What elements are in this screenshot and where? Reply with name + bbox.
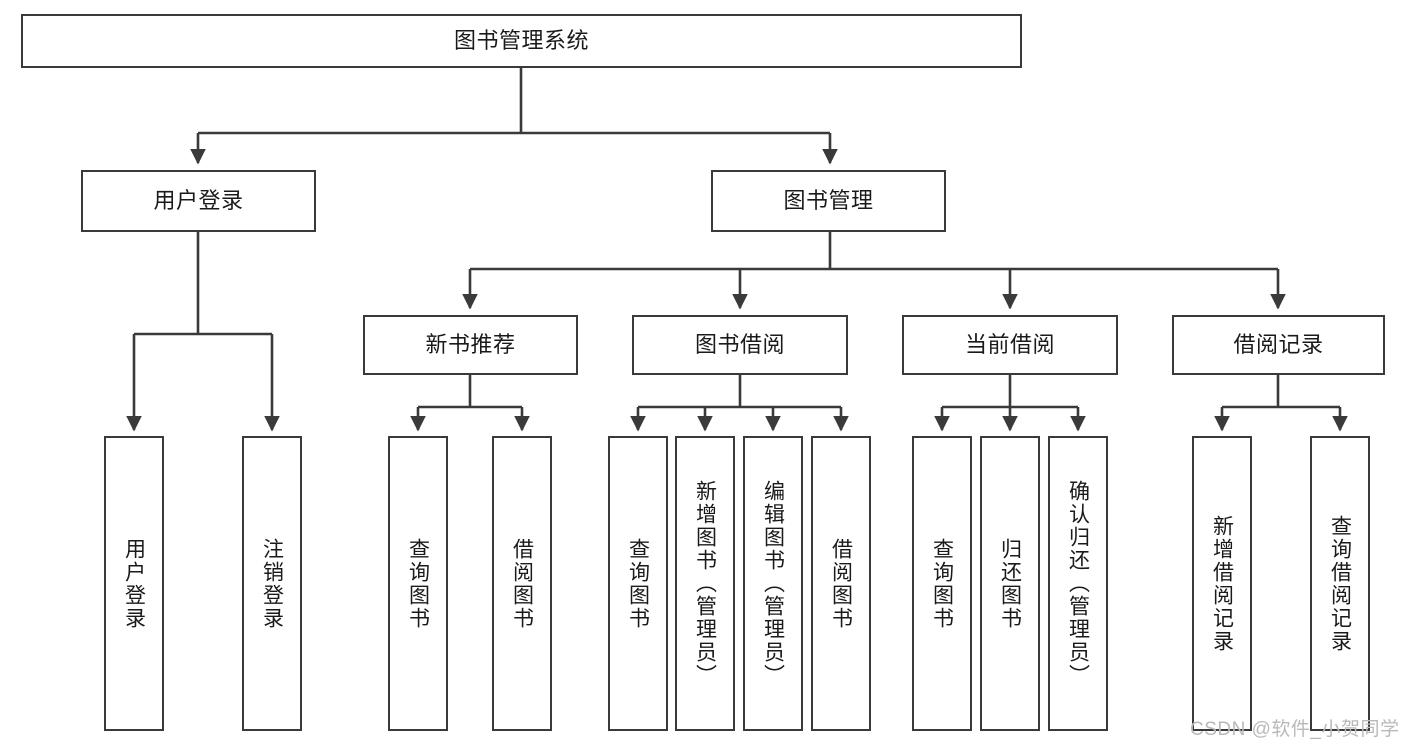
node-label: 查询图书 [406, 537, 430, 630]
node-label: 新增借阅记录 [1210, 514, 1234, 653]
leaf-book-borrow-add-book-admin[interactable]: 新增图书（管理员） [675, 436, 735, 731]
node-label: 查询图书 [930, 537, 954, 630]
node-label: 查询图书 [626, 537, 650, 630]
node-new-book-recommend[interactable]: 新书推荐 [363, 315, 578, 375]
node-book-borrow[interactable]: 图书借阅 [632, 315, 848, 375]
node-label: 新增图书（管理员） [693, 480, 717, 687]
node-label: 借阅图书 [829, 537, 853, 630]
leaf-user-login-logout[interactable]: 注销登录 [242, 436, 302, 731]
leaf-borrow-record-add-record[interactable]: 新增借阅记录 [1192, 436, 1252, 731]
node-label: 注销登录 [260, 537, 284, 630]
node-user-login[interactable]: 用户登录 [81, 170, 316, 232]
node-book-management[interactable]: 图书管理 [711, 170, 946, 232]
leaf-book-borrow-query-book[interactable]: 查询图书 [608, 436, 668, 731]
node-label: 图书管理系统 [453, 28, 589, 54]
node-label: 图书借阅 [694, 332, 785, 358]
node-label: 归还图书 [998, 537, 1022, 630]
leaf-user-login-login[interactable]: 用户登录 [104, 436, 164, 731]
node-label: 查询借阅记录 [1328, 514, 1352, 653]
node-label: 编辑图书（管理员） [761, 480, 785, 687]
node-label: 确认归还（管理员） [1066, 480, 1090, 687]
leaf-current-borrow-return-book[interactable]: 归还图书 [980, 436, 1040, 731]
node-label: 借阅记录 [1233, 332, 1324, 358]
node-current-borrow[interactable]: 当前借阅 [902, 315, 1118, 375]
node-label: 图书管理 [783, 188, 874, 214]
csdn-watermark: CSDN @软件_小贺同学 [1190, 719, 1400, 740]
node-label: 用户登录 [153, 188, 244, 214]
leaf-borrow-record-query-record[interactable]: 查询借阅记录 [1310, 436, 1370, 731]
leaf-current-borrow-query-book[interactable]: 查询图书 [912, 436, 972, 731]
leaf-current-borrow-confirm-return-admin[interactable]: 确认归还（管理员） [1048, 436, 1108, 731]
node-borrow-record[interactable]: 借阅记录 [1172, 315, 1385, 375]
node-label: 借阅图书 [510, 537, 534, 630]
node-label: 新书推荐 [425, 332, 516, 358]
leaf-new-book-query-book[interactable]: 查询图书 [388, 436, 448, 731]
node-label: 用户登录 [122, 537, 146, 630]
leaf-book-borrow-edit-book-admin[interactable]: 编辑图书（管理员） [743, 436, 803, 731]
leaf-book-borrow-borrow-book[interactable]: 借阅图书 [811, 436, 871, 731]
leaf-new-book-borrow-book[interactable]: 借阅图书 [492, 436, 552, 731]
node-root-book-management-system[interactable]: 图书管理系统 [21, 14, 1022, 68]
node-label: 当前借阅 [964, 332, 1055, 358]
